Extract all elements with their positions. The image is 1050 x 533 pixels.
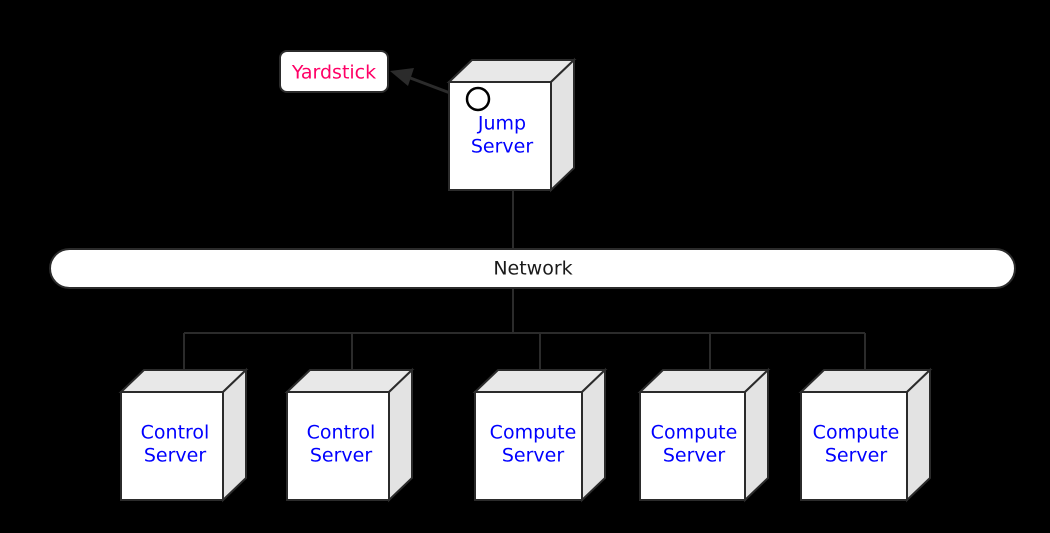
server-4-cube-front — [639, 391, 746, 501]
server-5-cube-front — [800, 391, 908, 501]
server-3-cube-front — [474, 391, 583, 501]
server-node-2[interactable]: Control Server — [284, 367, 415, 503]
server-5-cube-side — [906, 367, 931, 503]
server-node-3[interactable]: Compute Server — [472, 367, 608, 503]
server-node-5[interactable]: Compute Server — [798, 367, 933, 503]
network-label: Network — [493, 258, 572, 280]
server-1-label-line1: Control — [141, 422, 210, 444]
server-1-label-line2: Server — [144, 445, 206, 467]
server-4-label-line1: Compute — [651, 422, 738, 444]
server-3-cube-side — [581, 367, 606, 503]
yardstick-label: Yardstick — [291, 62, 376, 84]
server-5-label-line2: Server — [825, 445, 887, 467]
provided-interface-icon — [465, 86, 491, 112]
jump-server-label-line1: Jump — [477, 113, 526, 135]
jump-server-node[interactable]: Jump Server — [446, 57, 577, 193]
server-1-cube-side — [222, 367, 247, 503]
server-4-label-line2: Server — [663, 445, 725, 467]
server-4-cube-side — [744, 367, 769, 503]
server-5-label-line1: Compute — [813, 422, 900, 444]
server-1-cube-front — [120, 391, 224, 501]
server-node-1[interactable]: Control Server — [118, 367, 249, 503]
yardstick-box — [279, 50, 389, 93]
network-node[interactable]: Network — [49, 248, 1016, 289]
server-2-cube-front — [286, 391, 390, 501]
server-2-cube-side — [388, 367, 413, 503]
server-3-label-line2: Server — [502, 445, 564, 467]
arrow-head-icon — [390, 68, 414, 86]
server-3-label-line1: Compute — [490, 422, 577, 444]
server-2-label-line1: Control — [307, 422, 376, 444]
network-bar — [49, 248, 1016, 289]
jump-server-label-line2: Server — [471, 136, 533, 158]
yardstick-node[interactable]: Yardstick — [279, 50, 389, 93]
server-node-4[interactable]: Compute Server — [637, 367, 771, 503]
jump-server-cube-side — [550, 57, 575, 193]
server-2-label-line2: Server — [310, 445, 372, 467]
